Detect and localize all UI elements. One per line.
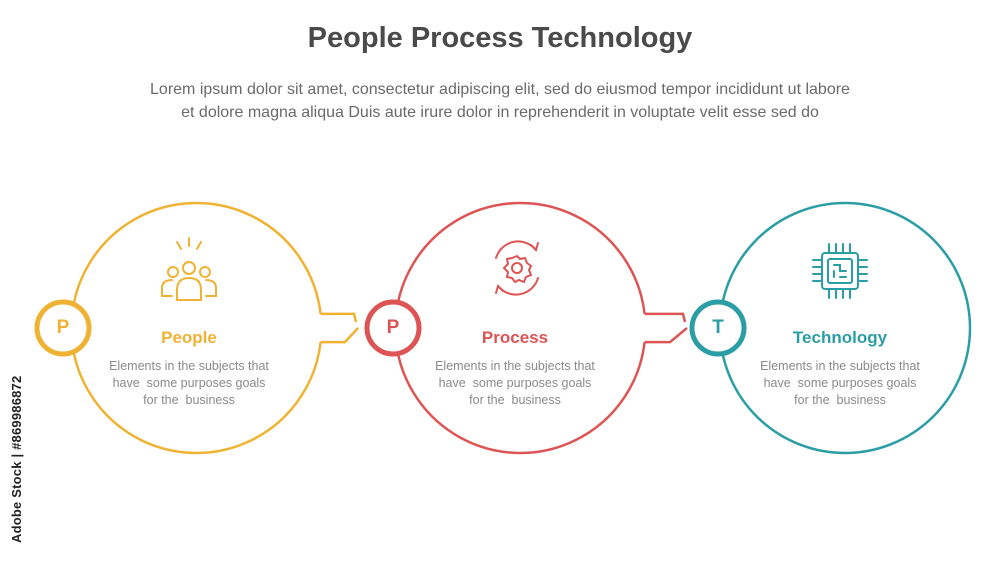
page-subtitle: Lorem ipsum dolor sit amet, consectetur …: [40, 78, 960, 124]
people-badge-letter: P: [56, 317, 70, 338]
subtitle-line-2: et dolore magna aliqua Duis aute irure d…: [181, 104, 819, 121]
process-desc-line-2: have some purposes goals: [438, 376, 592, 390]
technology-desc-line-2: have some purposes goals: [763, 376, 917, 390]
process-desc-line-1: Elements in the subjects that: [435, 359, 595, 373]
stock-credit: Adobe Stock | #869986872: [9, 375, 24, 543]
technology-title: Technology: [792, 328, 888, 347]
people-arrow: [320, 312, 359, 344]
process-description: Elements in the subjects that have some …: [420, 358, 610, 409]
step-people: [34, 201, 359, 455]
process-badge-ring: [364, 299, 422, 357]
people-description: Elements in the subjects that have some …: [94, 358, 284, 409]
people-desc-line-1: Elements in the subjects that: [109, 359, 269, 373]
technology-badge-letter: T: [712, 317, 724, 338]
process-badge-letter: P: [386, 317, 400, 338]
process-title: Process: [481, 328, 549, 347]
people-desc-line-2: have some purposes goals: [112, 376, 266, 390]
technology-text: Technology Elements in the subjects that…: [745, 328, 935, 409]
technology-description: Elements in the subjects that have some …: [745, 358, 935, 409]
chip-icon: [812, 243, 868, 299]
process-arrow: [644, 312, 688, 344]
process-desc-line-3: for the business: [469, 393, 561, 407]
step-technology: [689, 201, 972, 455]
technology-badge-ring: [689, 299, 747, 357]
subtitle-line-1: Lorem ipsum dolor sit amet, consectetur …: [150, 81, 850, 98]
step-process: [364, 201, 688, 455]
page-title: People Process Technology: [307, 22, 693, 54]
people-badge-ring: [34, 299, 92, 357]
process-text: Process Elements in the subjects that ha…: [420, 328, 610, 409]
people-desc-line-3: for the business: [143, 393, 235, 407]
people-text: People Elements in the subjects that hav…: [94, 328, 284, 409]
people-icon: [161, 237, 217, 301]
technology-desc-line-3: for the business: [794, 393, 886, 407]
process-gear-icon: [495, 240, 539, 296]
technology-desc-line-1: Elements in the subjects that: [760, 359, 920, 373]
people-title: People: [161, 328, 217, 347]
